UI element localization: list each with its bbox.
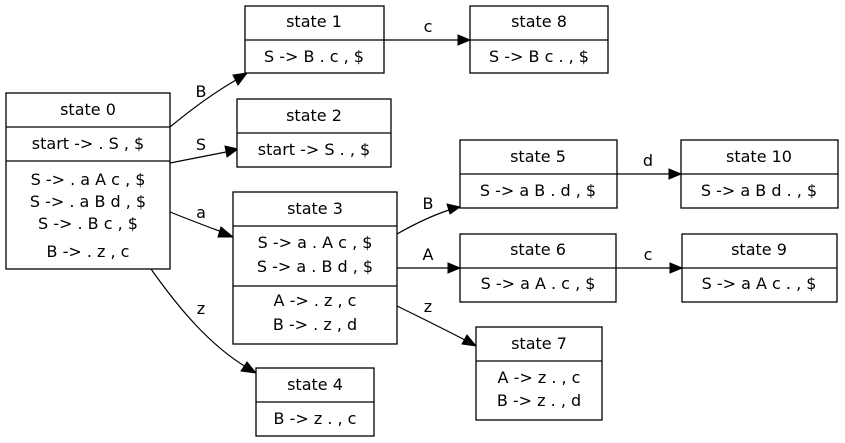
state-7-kernel-item: A -> z . , c <box>498 368 581 387</box>
state-0-title: state 0 <box>60 100 116 119</box>
edge-label-5-10: d <box>643 151 653 170</box>
state-5-title: state 5 <box>510 147 566 166</box>
state-1-node: state 1 S -> B . c , $ <box>244 5 385 74</box>
edge-label-3-6: A <box>423 245 434 264</box>
state-9-kernel-item: S -> a A c . , $ <box>702 274 817 293</box>
state-4-kernel-item: B -> z . , c <box>274 409 357 428</box>
state-10-node: state 10 S -> a B d . , $ <box>680 139 839 209</box>
state-7-kernel-item: B -> z . , d <box>497 391 581 410</box>
state-3-title: state 3 <box>287 199 343 218</box>
state-5-node: state 5 S -> a B . d , $ <box>459 139 618 209</box>
state-6-node: state 6 S -> a A . c , $ <box>459 233 617 303</box>
state-4-title: state 4 <box>287 375 343 394</box>
edge-0-2: S <box>169 135 240 164</box>
state-7-node: state 7 A -> z . , c B -> z . , d <box>475 326 603 421</box>
state-3-closure-item: B -> . z , d <box>273 315 357 334</box>
state-9-node: state 9 S -> a A c . , $ <box>681 233 838 303</box>
state-3-kernel-item: S -> a . A c , $ <box>258 233 373 252</box>
state-8-kernel-item: S -> B c . , $ <box>489 47 589 66</box>
edge-label-6-9: c <box>644 245 653 264</box>
state-10-kernel-item: S -> a B d . , $ <box>701 181 817 200</box>
edge-3-5: B <box>396 194 462 235</box>
state-7-title: state 7 <box>511 334 567 353</box>
state-2-node: state 2 start -> S . , $ <box>236 98 392 168</box>
state-3-node: state 3 S -> a . A c , $ S -> a . B d , … <box>232 191 398 345</box>
state-3-kernel-item: S -> a . B d , $ <box>257 257 373 276</box>
state-0-node: state 0 start -> . S , $ S -> . a A c , … <box>5 92 171 270</box>
edge-label-0-2: S <box>196 135 206 154</box>
state-0-closure-item: S -> . a A c , $ <box>31 170 146 189</box>
edge-6-9: c <box>616 245 684 274</box>
state-0-kernel-item: start -> . S , $ <box>32 134 144 153</box>
state-9-title: state 9 <box>731 240 787 259</box>
state-3-closure-item: A -> . z , c <box>274 291 357 310</box>
state-8-title: state 8 <box>511 12 567 31</box>
edge-label-0-1: B <box>196 82 207 101</box>
edge-5-10: d <box>617 151 683 180</box>
state-2-title: state 2 <box>286 106 342 125</box>
state-10-title: state 10 <box>726 147 792 166</box>
edge-0-3: a <box>169 203 235 238</box>
edge-label-0-3: a <box>196 203 206 222</box>
edge-1-8: c <box>384 17 472 46</box>
state-0-closure-item: S -> . B c , $ <box>38 214 138 233</box>
edge-label-0-4: z <box>197 299 205 318</box>
state-4-node: state 4 B -> z . , c <box>255 367 375 437</box>
edge-3-7: z <box>396 297 478 347</box>
edge-3-6: A <box>397 245 462 274</box>
state-8-node: state 8 S -> B c . , $ <box>469 5 609 74</box>
state-0-closure-item: S -> . a B d , $ <box>30 192 146 211</box>
edge-0-4: z <box>150 268 258 374</box>
state-0-closure-item: B -> . z , c <box>47 242 130 261</box>
state-1-kernel-item: S -> B . c , $ <box>264 47 364 66</box>
edge-label-3-5: B <box>423 194 434 213</box>
state-1-title: state 1 <box>286 12 342 31</box>
state-6-kernel-item: S -> a A . c , $ <box>481 274 596 293</box>
state-5-kernel-item: S -> a B . d , $ <box>480 181 596 200</box>
state-6-title: state 6 <box>510 240 566 259</box>
edge-0-1: B <box>169 72 249 128</box>
edge-label-3-7: z <box>424 297 432 316</box>
edge-label-1-8: c <box>424 17 433 36</box>
state-2-kernel-item: start -> S . , $ <box>258 140 370 159</box>
